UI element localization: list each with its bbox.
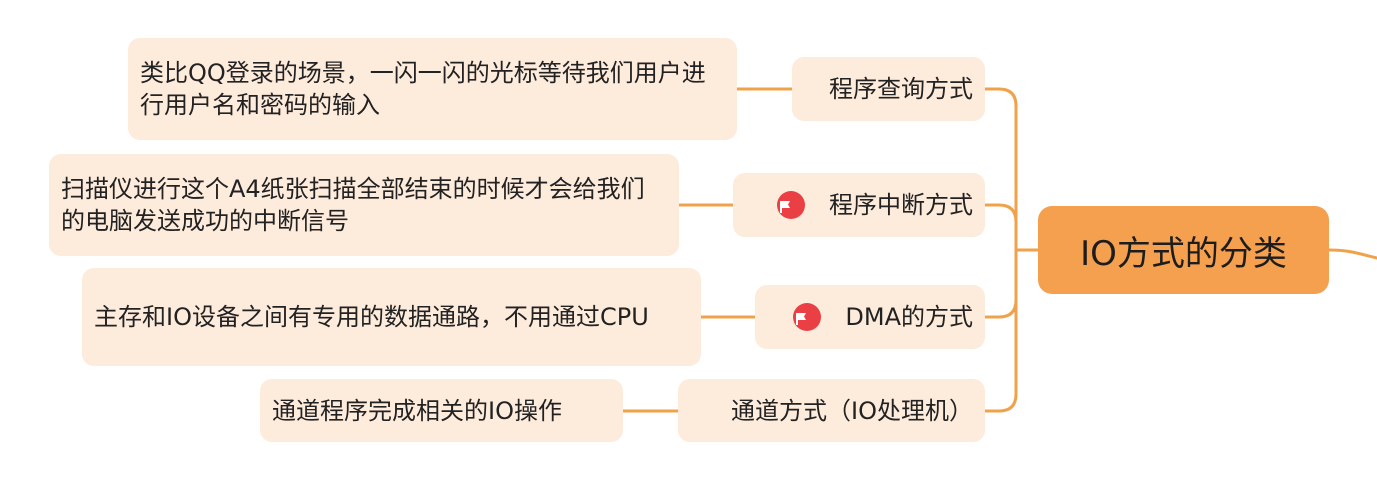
connector-branch-2 bbox=[983, 203, 1018, 252]
leaf-node-channel[interactable]: 通道程序完成相关的IO操作 bbox=[260, 379, 623, 442]
root-node[interactable]: IO方式的分类 bbox=[1038, 206, 1329, 294]
branch-label: 通道方式（IO处理机） bbox=[731, 396, 973, 425]
branch-node-channel[interactable]: 通道方式（IO处理机） bbox=[678, 379, 985, 442]
leaf-node-interrupt[interactable]: 扫描仪进行这个A4纸张扫描全部结束的时候才会给我们的电脑发送成功的中断信号 bbox=[49, 154, 679, 256]
connector-branch-4 bbox=[983, 248, 1018, 413]
flag-icon bbox=[777, 191, 805, 219]
leaf-text: 通道程序完成相关的IO操作 bbox=[272, 396, 562, 425]
connector-root-right bbox=[1327, 248, 1377, 260]
branch-label: 程序查询方式 bbox=[829, 75, 973, 103]
root-label: IO方式的分类 bbox=[1080, 233, 1287, 274]
leaf-text: 主存和IO设备之间有专用的数据通路，不用通过CPU bbox=[94, 303, 649, 331]
branch-node-dma[interactable]: DMA的方式 bbox=[755, 285, 985, 349]
branch-node-interrupt[interactable]: 程序中断方式 bbox=[733, 173, 985, 237]
leaf-node-polling[interactable]: 类比QQ登录的场景，一闪一闪的光标等待我们用户进行用户名和密码的输入 bbox=[128, 38, 737, 140]
branch-label: DMA的方式 bbox=[845, 303, 973, 331]
branch-label: 程序中断方式 bbox=[829, 191, 973, 219]
flag-icon bbox=[793, 303, 822, 331]
connector-branch-1 bbox=[983, 87, 1018, 252]
leaf-text: 类比QQ登录的场景，一闪一闪的光标等待我们用户进行用户名和密码的输入 bbox=[140, 59, 706, 119]
leaf-text: 扫描仪进行这个A4纸张扫描全部结束的时候才会给我们的电脑发送成功的中断信号 bbox=[61, 175, 645, 235]
branch-node-polling[interactable]: 程序查询方式 bbox=[792, 57, 985, 121]
connector-branch-3 bbox=[983, 248, 1018, 319]
leaf-node-dma[interactable]: 主存和IO设备之间有专用的数据通路，不用通过CPU bbox=[82, 268, 701, 366]
